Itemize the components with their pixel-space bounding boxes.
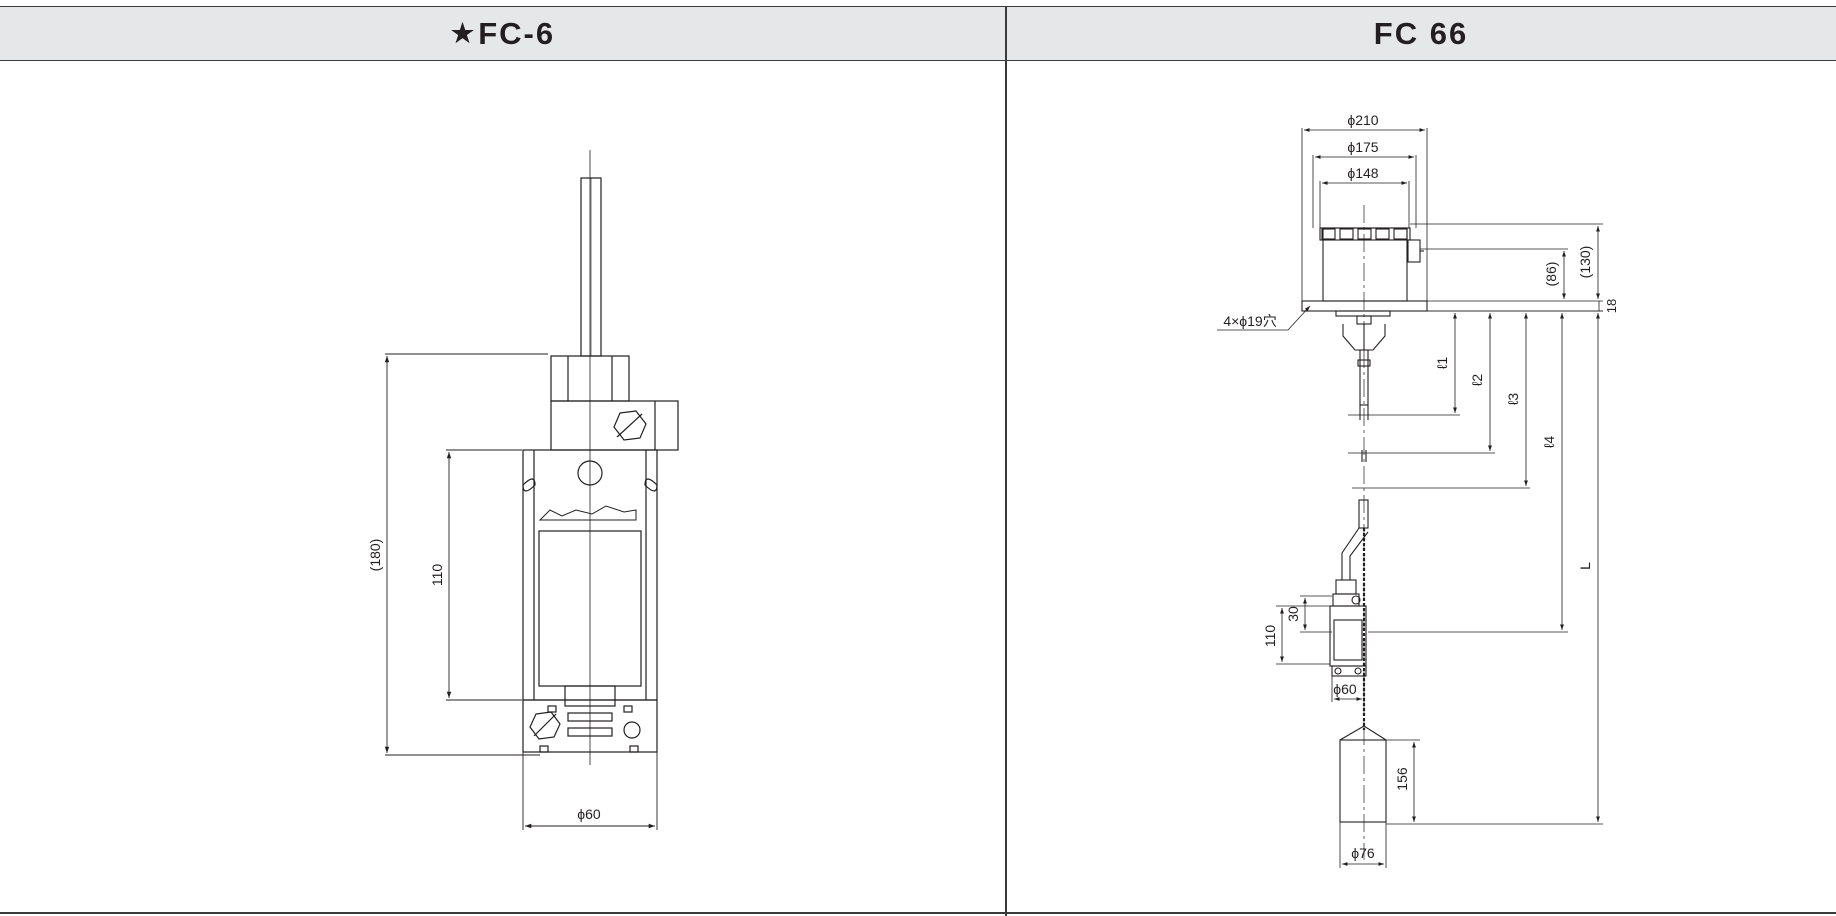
star-mark: ★ <box>450 18 477 48</box>
fc66-dim-d175: ϕ175 <box>1347 139 1378 155</box>
fc66-dim-d210: ϕ210 <box>1347 112 1378 128</box>
fc66-dim-86: (86) <box>1543 262 1559 287</box>
fc6-dim-d60: ϕ60 <box>577 806 601 822</box>
title-fc66: FC 66 <box>1373 15 1469 51</box>
panel-divider <box>1005 6 1007 916</box>
fc66-dimensions <box>1217 128 1603 868</box>
fc66-dim-130: (130) <box>1577 246 1593 279</box>
fc66-holes-label: 4×ϕ19穴 <box>1223 313 1276 329</box>
header-fc66: FC 66 <box>1006 6 1836 61</box>
title-fc6: FC-6 <box>478 15 556 51</box>
fc66-switch <box>1329 605 1367 667</box>
fc66-drawing <box>1301 205 1428 860</box>
fc66-dim-l3: ℓ3 <box>1505 393 1521 406</box>
fc6-drawing <box>522 150 679 765</box>
fc66-dim-l1: ℓ1 <box>1434 357 1450 370</box>
fc6-head-screw <box>613 410 647 441</box>
fc6-dimensions <box>384 353 658 830</box>
fc66-dim-30: 30 <box>1285 606 1301 622</box>
fc66-dim-l2: ℓ2 <box>1469 374 1485 387</box>
fc66-dim-d148: ϕ148 <box>1347 165 1378 181</box>
fc66-dim-18: 18 <box>1604 299 1619 313</box>
fc66-weight <box>1339 739 1387 823</box>
fc6-dim-110: 110 <box>429 564 445 587</box>
bottom-rule <box>0 912 1836 914</box>
fc66-flange <box>1301 300 1428 312</box>
fc66-dim-l4: ℓ4 <box>1541 436 1557 449</box>
fc6-bottom-block <box>522 699 658 753</box>
header-fc6: ★FC-6 <box>0 6 1006 61</box>
fc66-dim-L: L <box>1577 562 1593 570</box>
fc66-dim-156: 156 <box>1394 767 1410 791</box>
fc66-dim-d60: ϕ60 <box>1333 681 1357 697</box>
fc66-dim-d76: ϕ76 <box>1351 845 1375 861</box>
fc66-dim-110: 110 <box>1262 625 1278 648</box>
fc6-dim-180: (180) <box>367 539 383 572</box>
